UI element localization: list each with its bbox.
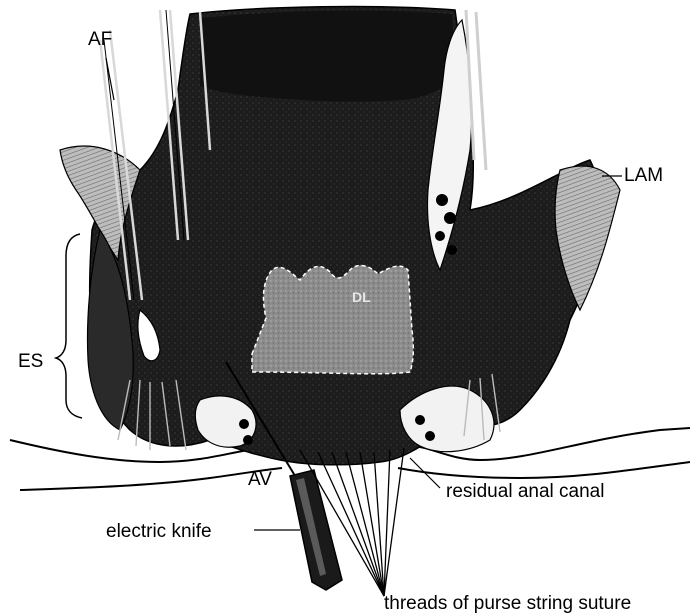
label-residual-anal-canal: residual anal canal: [446, 482, 604, 501]
upper-rectal-lumen: [200, 11, 456, 102]
label-purse-string-threads: threads of purse string suture: [384, 594, 631, 613]
label-electric-knife: electric knife: [106, 522, 212, 541]
label-av: AV: [248, 470, 272, 489]
label-af: AF: [88, 30, 112, 49]
label-dl: DL: [352, 290, 371, 304]
label-lam: LAM: [624, 166, 663, 185]
lower-skin-line: [20, 468, 282, 490]
label-es: ES: [18, 352, 43, 371]
lesion-block: [252, 265, 413, 373]
lower-skin-line-right: [398, 462, 690, 478]
es-brace: [56, 234, 82, 418]
